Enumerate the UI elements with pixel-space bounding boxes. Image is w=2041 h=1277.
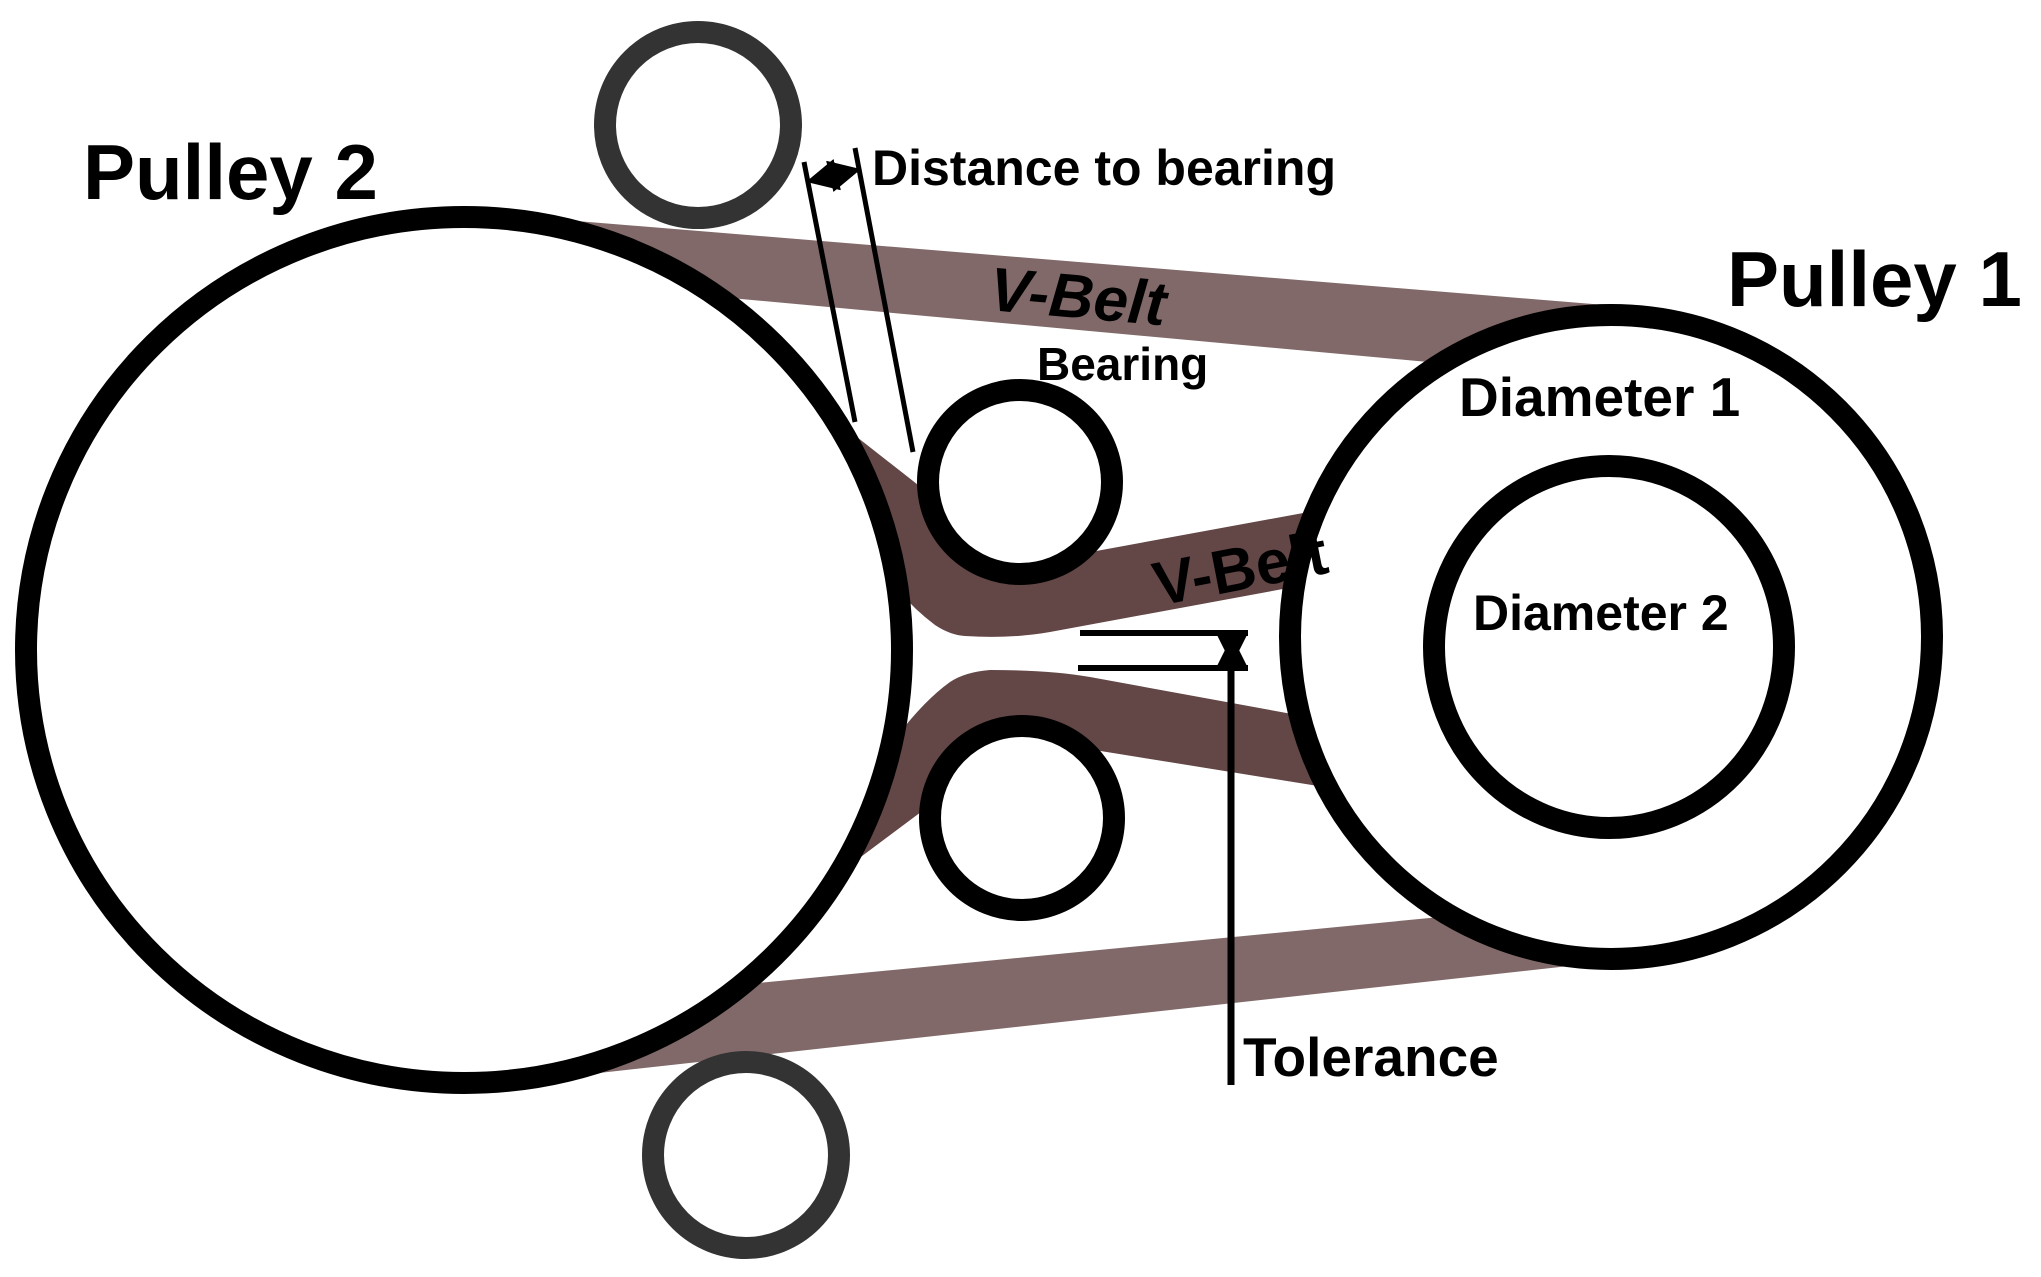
outer-v-belt-top-strand <box>540 218 1605 362</box>
lower-middle-bearing <box>919 715 1125 921</box>
upper-middle-bearing <box>917 379 1123 585</box>
tolerance-dimension <box>1078 630 1248 1085</box>
pulley-2-label: Pulley 2 <box>83 128 378 216</box>
pulley-2-circle <box>15 206 913 1094</box>
distance-to-bearing-label: Distance to bearing <box>872 140 1336 196</box>
distance-extension-line-right <box>852 147 916 453</box>
distance-to-bearing-dimension <box>801 147 916 453</box>
diameter-1-label: Diameter 1 <box>1459 366 1740 428</box>
pulley-1-label: Pulley 1 <box>1727 235 2022 323</box>
inner-v-belt-upper-strand <box>848 430 1510 637</box>
bottom-bearing <box>642 1051 850 1259</box>
distance-extension-line-left <box>801 161 858 423</box>
outer-v-belt <box>540 218 1605 1074</box>
outer-v-belt-bottom-strand <box>590 917 1605 1074</box>
diameter-2-circle <box>1423 455 1795 839</box>
diameter-2-label: Diameter 2 <box>1473 585 1729 641</box>
v-belt-top-label: V-Belt <box>987 255 1172 339</box>
tolerance-label: Tolerance <box>1243 1026 1499 1088</box>
top-bearing <box>594 21 802 229</box>
distance-arrow <box>806 159 861 192</box>
bearing-label: Bearing <box>1037 338 1208 390</box>
